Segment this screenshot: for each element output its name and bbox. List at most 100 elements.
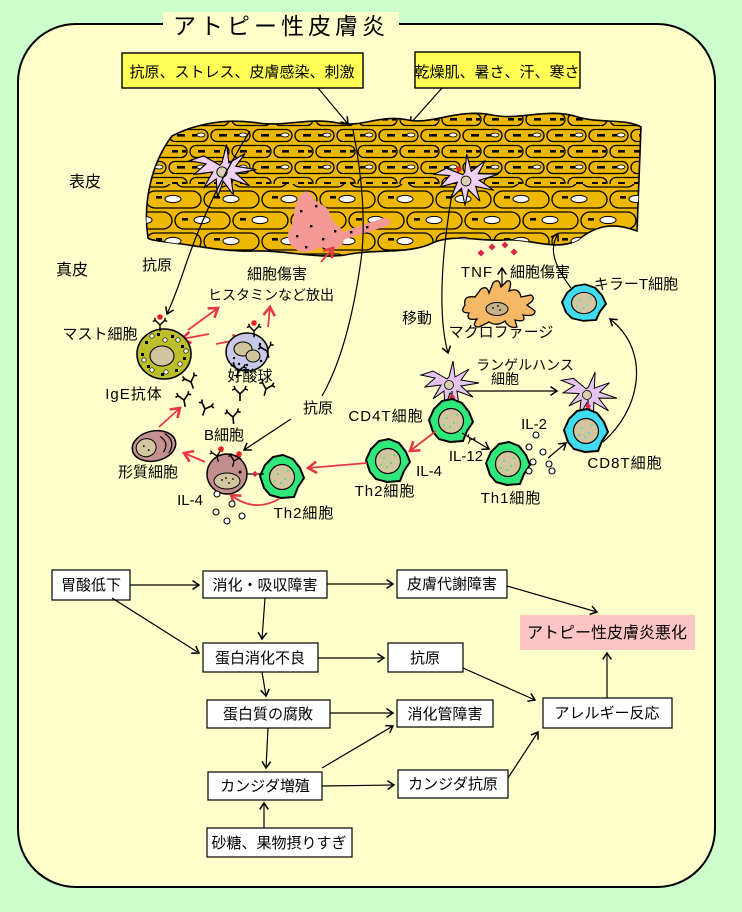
macrophage-cell <box>462 280 536 329</box>
cd8-t-label: CD8T細胞 <box>587 455 662 472</box>
antigen-dot-on-langerhans <box>456 166 462 172</box>
tnf-label: TNF <box>461 264 493 281</box>
ige-antibody-label: IgE抗体 <box>105 386 163 403</box>
node-protein-putrefaction-label: 蛋白質の腐敗 <box>223 705 313 723</box>
antigen-dot-bcr-right <box>236 451 242 457</box>
antigen-left-label: 抗原 <box>142 257 172 274</box>
killer-t-label: キラーT細胞 <box>594 276 678 293</box>
dermis-label: 真皮 <box>56 261 88 279</box>
th1-label: Th1細胞 <box>481 490 542 507</box>
cd4-t-label: CD4T細胞 <box>348 408 423 425</box>
arrow-candida-to-candida-antigen <box>321 780 396 791</box>
node-protein-indigestion-label: 蛋白消化不良 <box>215 650 305 667</box>
node-digestion-absorption: 消化・吸収障害 <box>202 570 328 599</box>
red-arrow-th2-il4-to-bcell <box>229 493 280 506</box>
cell-damage-left-label: 細胞傷害 <box>247 266 307 283</box>
arrow-candida-antigen-to-allergy <box>507 730 539 779</box>
red-arrow-th2r-to-th2l <box>305 460 368 475</box>
epidermis-label: 表皮 <box>69 173 101 191</box>
arrow-cd4-to-th1 <box>461 432 491 451</box>
red-arrow-plasma-to-ige <box>158 406 182 428</box>
histamine-release-label: ヒスタミンなど放出 <box>208 287 334 303</box>
plasma-cell <box>131 429 177 463</box>
arrow-gastric-to-protein-indigestion <box>111 597 201 654</box>
trigger-box-left-label: 抗原、ストレス、皮膚感染、刺激 <box>129 64 354 81</box>
cell-damage-right-label: 細胞傷害 <box>510 264 570 281</box>
node-worsening-label: アトピー性皮膚炎悪化 <box>527 624 687 642</box>
mast-cell <box>136 328 192 380</box>
node-protein-indigestion: 蛋白消化不良 <box>202 642 319 673</box>
node-gi-disorder: 消化管障害 <box>396 699 494 728</box>
skin-band <box>145 112 642 257</box>
b-cell-nucleus <box>213 472 241 490</box>
tnf-diamonds <box>477 241 518 257</box>
arrow-trigger-left-to-skin <box>317 87 349 126</box>
node-gastric-acid: 胃酸低下 <box>51 569 131 601</box>
arrow-antigen-to-allergy <box>462 667 537 703</box>
plasma-cell-nucleus <box>135 438 157 458</box>
il2-cytokine-dots <box>525 431 556 475</box>
node-allergic-reaction-label: アレルギー反応 <box>554 705 659 722</box>
il4-cytokine-dots <box>212 490 246 525</box>
node-antigen: 抗原 <box>387 642 464 673</box>
node-protein-putrefaction: 蛋白質の腐敗 <box>206 699 331 729</box>
red-arrow-eosinophil-to-histamine <box>262 304 277 328</box>
mast-cell-nucleus <box>149 345 175 367</box>
arrow-th1-to-cd8 <box>547 442 568 459</box>
arrow-digestion-to-protein-indigestion <box>257 597 268 641</box>
node-skin-metabolism: 皮膚代謝障害 <box>396 569 508 599</box>
il2-label: IL-2 <box>521 416 547 433</box>
arrow-putrefaction-to-candida <box>261 727 272 770</box>
red-arrow-bcell-to-plasma <box>181 449 206 463</box>
antigen-dot-bcell-th2 <box>251 470 259 478</box>
il4-left-label: IL-4 <box>177 492 203 509</box>
trigger-box-right-rect <box>414 51 581 89</box>
trigger-box-right-label: 乾燥肌、暑さ、汗、寒さ <box>414 63 579 81</box>
antigen-mid-label: 抗原 <box>303 400 333 417</box>
il12-label: IL-12 <box>449 448 483 465</box>
trigger-box-left-rect <box>121 52 364 89</box>
node-antigen-label: 抗原 <box>410 650 440 667</box>
trigger-box-left: 抗原、ストレス、皮膚感染、刺激 <box>121 52 364 89</box>
antigen-dot-on-mast <box>157 314 163 320</box>
node-worsening: アトピー性皮膚炎悪化 <box>520 615 695 650</box>
red-arrow-ige-to-mast <box>179 330 210 345</box>
node-allergic-reaction: アレルギー反応 <box>542 697 673 729</box>
page-title: アトピー性皮膚炎 <box>173 13 389 39</box>
eosinophil-label: 好酸球 <box>227 368 272 385</box>
antigen-path-through-skin <box>321 129 364 397</box>
node-gi-disorder-label: 消化管障害 <box>407 705 482 723</box>
langerhans-label-line1: ランゲルハンス <box>476 357 574 373</box>
antigen-dot-bcr-left <box>218 446 224 452</box>
node-candida-antigen: カンジダ抗原 <box>397 769 509 799</box>
th2-right-label: Th2細胞 <box>355 483 416 500</box>
th2-left-label: Th2細胞 <box>274 505 335 522</box>
plasma-cell-label: 形質細胞 <box>118 463 178 481</box>
mast-cell-label: マスト細胞 <box>62 326 137 343</box>
antigen-dot-on-eosinophil <box>251 320 257 326</box>
trigger-box-right: 乾燥肌、暑さ、汗、寒さ <box>414 51 581 89</box>
b-cell-label: B細胞 <box>204 427 244 444</box>
node-gastric-acid-label: 胃酸低下 <box>61 577 121 594</box>
node-sugar-fruit: 砂糖、果物摂りすぎ <box>206 827 353 858</box>
arrow-antigen-to-mast-cell <box>165 130 251 316</box>
node-skin-metabolism-label: 皮膚代謝障害 <box>407 575 497 593</box>
node-candida-antigen-label: カンジダ抗原 <box>408 776 498 793</box>
node-candida-overgrowth-label: カンジダ増殖 <box>220 778 310 795</box>
macrophage-label: マクロファージ <box>449 324 554 341</box>
arrow-killer-t-to-skin <box>550 232 572 289</box>
skin-lower-cells <box>146 184 641 257</box>
arrow-protein-indigestion-to-putrefaction <box>260 671 270 698</box>
macrophage-nucleus <box>485 302 509 316</box>
title-backplate <box>163 12 399 39</box>
b-cell <box>206 453 248 495</box>
arrow-langerhans-migration <box>441 193 453 355</box>
node-sugar-fruit-label: 砂糖、果物摂りすぎ <box>211 835 346 852</box>
arrow-skin-metabolism-to-worsening <box>506 585 599 616</box>
eosinophil-cell <box>225 332 269 372</box>
arrow-antigen-to-b-cell <box>242 418 292 451</box>
langerhans-label-line2: 細胞 <box>491 371 519 387</box>
red-arrow-damage-to-skin <box>320 246 335 263</box>
